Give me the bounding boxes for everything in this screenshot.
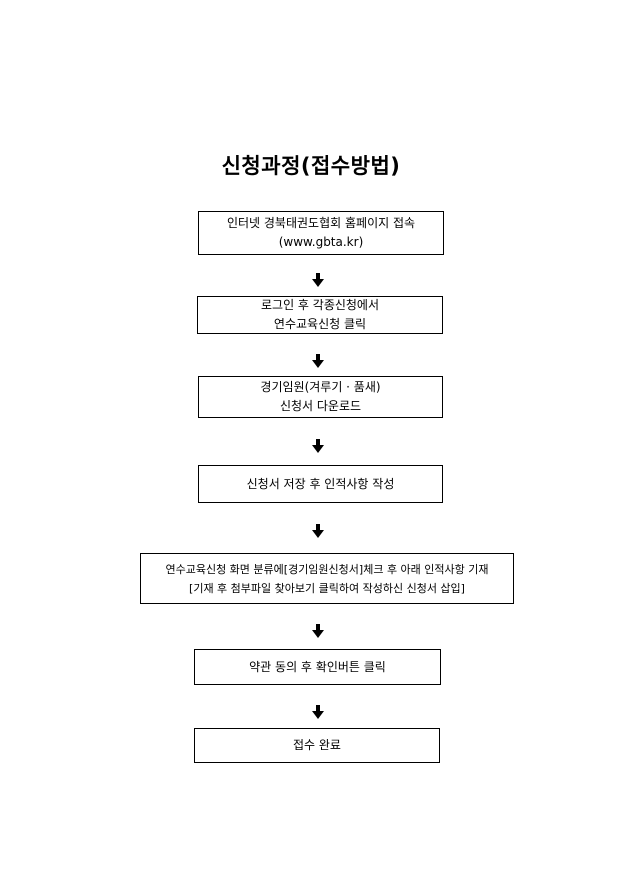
step-1-line-2: (www.gbta.kr) [278,235,364,249]
step-box-4: 신청서 저장 후 인적사항 작성 [198,465,443,503]
step-2-line-1: 로그인 후 각종신청에서 [260,298,380,312]
down-arrow-icon [312,624,324,638]
down-arrow-icon [312,439,324,453]
down-arrow-icon [312,524,324,538]
step-box-2: 로그인 후 각종신청에서 연수교육신청 클릭 [197,296,443,334]
step-box-1: 인터넷 경북태권도협회 홈페이지 접속 (www.gbta.kr) [198,211,444,255]
step-3-line-1: 경기임원(겨루기 · 품새) [260,380,381,394]
page-title: 신청과정(접수방법) [221,154,401,178]
down-arrow-icon [312,705,324,719]
step-box-3: 경기임원(겨루기 · 품새) 신청서 다운로드 [198,376,443,418]
step-4-line-1: 신청서 저장 후 인적사항 작성 [246,476,395,491]
down-arrow-icon [312,354,324,368]
step-box-6: 약관 동의 후 확인버튼 클릭 [194,649,441,685]
step-7-line-1: 접수 완료 [293,738,341,752]
step-3-line-2: 신청서 다운로드 [279,399,362,413]
step-box-7: 접수 완료 [194,728,440,763]
step-5-line-1: 연수교육신청 화면 분류에[경기임원신청서]체크 후 아래 인적사항 기재 [165,562,489,576]
step-5-line-2: [기재 후 첨부파일 찾아보기 클릭하여 작성하신 신청서 삽입] [189,581,465,595]
step-2-line-2: 연수교육신청 클릭 [273,317,367,331]
step-1-line-1: 인터넷 경북태권도협회 홈페이지 접속 [226,216,416,230]
step-box-5: 연수교육신청 화면 분류에[경기임원신청서]체크 후 아래 인적사항 기재 [기… [140,553,514,604]
down-arrow-icon [312,273,324,287]
step-6-line-1: 약관 동의 후 확인버튼 클릭 [249,659,386,674]
